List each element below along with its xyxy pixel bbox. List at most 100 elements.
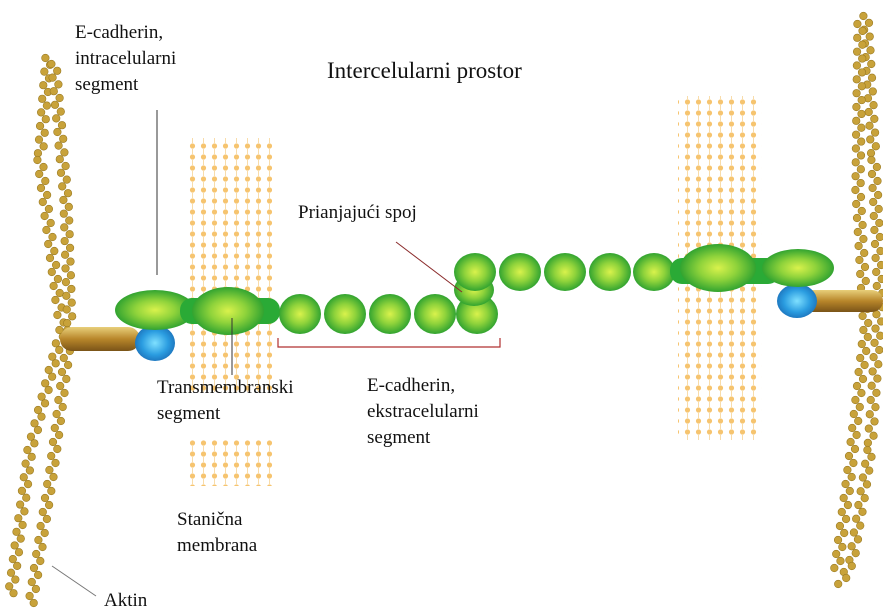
actin-bead — [846, 437, 855, 447]
actin-bead — [19, 473, 28, 482]
actin-bead — [857, 137, 866, 146]
actin-bead — [851, 185, 860, 195]
actin-bead — [841, 479, 850, 489]
actin-bead — [48, 73, 57, 82]
actin-bead — [37, 412, 46, 421]
actin-bead — [873, 374, 882, 383]
actin-bead — [870, 417, 879, 426]
actin-bead — [858, 473, 868, 482]
actin-bead — [62, 374, 71, 384]
actin-bead — [33, 425, 43, 435]
actin-bead — [36, 183, 46, 193]
actin-bead — [870, 338, 879, 347]
actin-bead — [55, 93, 64, 103]
actin-bead — [6, 568, 16, 577]
actin-bead — [49, 281, 58, 291]
actin-bead — [42, 514, 52, 524]
actin-bead — [877, 274, 883, 284]
actin-bead — [39, 142, 48, 151]
actin-bead — [38, 94, 47, 103]
actin-bead — [868, 183, 877, 193]
actin-bead — [860, 494, 869, 503]
actin-bead — [63, 360, 73, 370]
membrane-left-lower — [188, 440, 272, 486]
actin-bead — [40, 211, 49, 221]
actin-bead — [864, 18, 874, 27]
actin-bead — [59, 195, 68, 205]
actin-bead — [42, 101, 51, 110]
actin-bead — [54, 430, 64, 440]
actin-bead — [853, 535, 863, 544]
actin-bead — [37, 392, 46, 401]
actin-bead — [40, 67, 49, 76]
label-adherens-junction: Prianjajući spoj — [298, 202, 417, 223]
actin-bead — [51, 458, 60, 468]
actin-bead — [46, 218, 55, 228]
actin-bead — [847, 472, 856, 482]
actin-bead — [30, 419, 39, 428]
actin-bead — [865, 121, 874, 130]
actin-bead — [852, 102, 861, 112]
actin-bead — [865, 466, 874, 475]
actin-bead — [57, 367, 67, 377]
actin-bead — [870, 239, 880, 249]
actin-bead — [857, 109, 866, 119]
actin-bead — [60, 223, 69, 232]
actin-bead — [14, 514, 23, 523]
actin-bead — [859, 11, 868, 21]
actin-bead — [870, 114, 879, 123]
actin-bead — [53, 127, 62, 137]
actin-bead — [835, 521, 845, 531]
actin-bead — [873, 176, 882, 186]
actin-bead — [860, 248, 869, 258]
actin-bead — [61, 161, 70, 171]
actin-bead — [44, 204, 54, 214]
actin-bead — [35, 121, 45, 131]
actin-bead — [852, 381, 862, 391]
actin-bead — [53, 66, 62, 75]
actin-bead — [42, 225, 51, 235]
actin-bead — [838, 542, 847, 552]
actin-bead — [40, 128, 49, 137]
ecadherin-right-intracellular — [762, 249, 834, 287]
actin-bead — [41, 176, 50, 186]
actin-bead — [839, 493, 848, 503]
actin-bead — [33, 149, 43, 158]
actin-bead — [43, 479, 52, 489]
actin-bead — [868, 367, 877, 376]
actin-bead — [867, 452, 876, 461]
actin-bead — [856, 353, 865, 363]
actin-bead — [68, 312, 77, 321]
actin-bead — [851, 395, 860, 405]
actin-bead — [48, 352, 57, 361]
actin-bead — [45, 465, 54, 475]
ecadherin-left-domain-3 — [369, 294, 411, 334]
actin-bead — [39, 162, 48, 172]
actin-bead — [56, 416, 66, 426]
ecadherin-left-domain-4 — [414, 294, 456, 334]
ecadherin-left-domain-2 — [324, 294, 366, 334]
actin-bead — [861, 276, 870, 286]
actin-bead — [22, 493, 31, 502]
actin-bead — [59, 134, 68, 143]
actin-bead — [53, 274, 63, 284]
actin-bead — [867, 73, 877, 82]
actin-bead — [866, 46, 875, 55]
actin-bead — [32, 549, 41, 559]
actin-bead — [856, 192, 866, 202]
actin-bead — [33, 570, 43, 580]
actin-bead — [854, 241, 863, 251]
actin-bead — [56, 107, 65, 116]
actin-bead — [857, 388, 866, 398]
actin-bead — [23, 445, 32, 455]
actin-bead — [8, 554, 17, 564]
actin-bead — [63, 189, 73, 198]
actin-bead — [877, 260, 883, 270]
actin-bead — [849, 409, 858, 419]
actin-bead — [867, 381, 876, 390]
actin-bead — [875, 218, 883, 228]
actin-bead — [852, 213, 862, 223]
actin-bead — [873, 190, 883, 200]
actin-bead — [872, 281, 881, 291]
label-ecadherin-extracellular: E-cadherin, ekstracelularni segment — [367, 375, 479, 448]
